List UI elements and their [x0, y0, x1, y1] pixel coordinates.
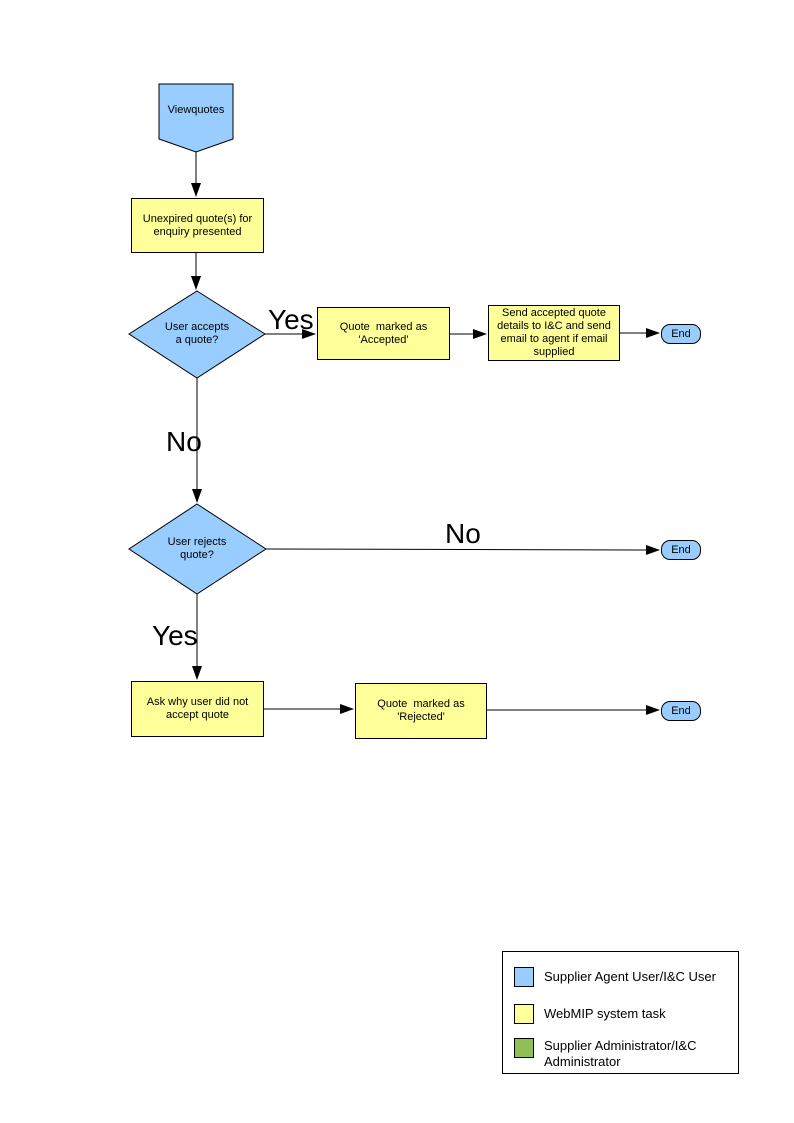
legend-item-webmip-task: WebMIP system task — [514, 1004, 666, 1024]
legend-swatch-yellow — [514, 1004, 534, 1024]
edge-label-yes-rejects: Yes — [152, 620, 198, 651]
end-terminator-rejected: End — [661, 701, 701, 721]
legend-item-supplier-admin: Supplier Administrator/I&C Administrator — [514, 1038, 696, 1070]
end-terminator-no-reject: End — [661, 540, 701, 560]
end-terminator-label: End — [671, 544, 691, 556]
task-unexpired-quotes: Unexpired quote(s) for enquiry presented — [131, 198, 264, 253]
task-quote-marked-accepted: Quote marked as 'Accepted' — [317, 307, 450, 360]
connector-rejects-no-to-end2 — [265, 544, 660, 555]
decision-user-accepts-label: User accepts a quote? — [164, 321, 230, 346]
decision-user-rejects-label: User rejects quote? — [167, 536, 227, 561]
start-node-shape — [158, 83, 234, 153]
legend-item-supplier-agent: Supplier Agent User/I&C User — [514, 967, 716, 987]
legend-swatch-blue — [514, 967, 534, 987]
legend-swatch-green — [514, 1038, 534, 1058]
task-quote-marked-rejected: Quote marked as 'Rejected' — [355, 683, 487, 739]
task-send-accepted-details: Send accepted quote details to I&C and s… — [488, 305, 620, 361]
edge-label-no-rejects: No — [445, 518, 481, 549]
task-ask-why-not-accept: Ask why user did not accept quote — [131, 681, 264, 737]
legend-label-supplier-admin: Supplier Administrator/I&C Administrator — [544, 1038, 697, 1069]
legend-label-webmip-task: WebMIP system task — [544, 1006, 666, 1021]
edge-label-yes-accepts: Yes — [268, 304, 314, 335]
legend-label-supplier-agent: Supplier Agent User/I&C User — [544, 969, 716, 984]
end-terminator-accepted: End — [661, 324, 701, 344]
edge-label-no-accepts: No — [166, 426, 202, 457]
end-terminator-label: End — [671, 328, 691, 340]
start-node-label: Viewquotes — [167, 103, 225, 116]
legend: Supplier Agent User/I&C User WebMIP syst… — [502, 951, 739, 1074]
end-terminator-label: End — [671, 705, 691, 717]
